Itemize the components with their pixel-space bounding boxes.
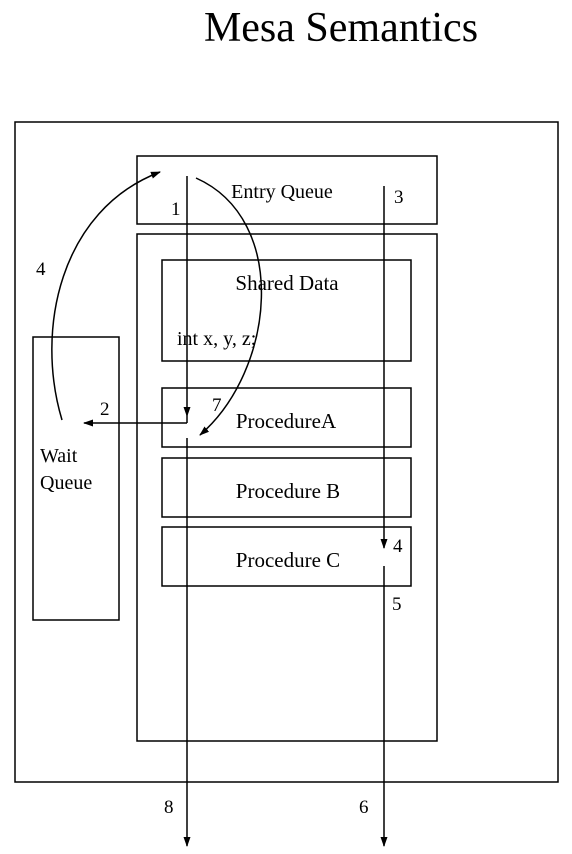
- procedure-a-label: ProcedureA: [236, 409, 337, 433]
- step-label-8: 8: [164, 797, 174, 818]
- shared-data-box: [161, 259, 412, 362]
- procedure-c-box: [161, 526, 412, 587]
- wait-queue-box: [32, 336, 120, 621]
- arrow-step-4-curve: [51, 171, 161, 421]
- procedure-c-label: Procedure C: [236, 548, 340, 572]
- procedure-a-box: [161, 387, 412, 448]
- procedure-b-box: [161, 457, 412, 518]
- step-label-2: 2: [100, 399, 110, 420]
- wait-queue-label-line1: Wait: [40, 445, 78, 467]
- entry-queue-box: [136, 155, 438, 225]
- step-label-3: 3: [394, 187, 404, 208]
- shared-data-title: Shared Data: [235, 271, 339, 295]
- step-label-4-curve: 4: [36, 259, 46, 280]
- diagram-title: Mesa Semantics: [203, 5, 479, 51]
- step-label-1: 1: [171, 199, 181, 220]
- monitor-inner-box: [136, 233, 438, 742]
- wait-queue-label-line2: Queue: [40, 472, 92, 494]
- entry-queue-label: Entry Queue: [231, 181, 333, 203]
- step-label-4-procedure-c: 4: [393, 536, 403, 557]
- arrow-step-7-curve: [195, 177, 263, 436]
- step-label-6: 6: [359, 797, 369, 818]
- shared-data-code: int x, y, z;: [177, 328, 256, 350]
- step-label-7: 7: [212, 395, 222, 416]
- step-label-5: 5: [392, 594, 402, 615]
- procedure-b-label: Procedure B: [236, 479, 340, 503]
- monitor-outer-frame: [14, 121, 559, 783]
